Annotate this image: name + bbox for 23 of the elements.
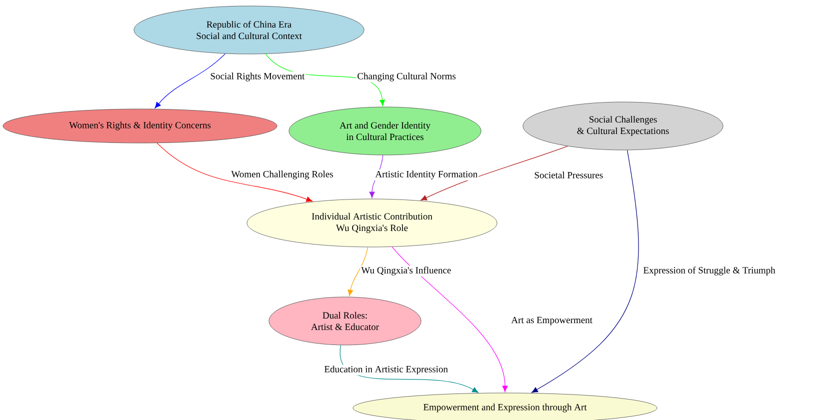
ellipse-node: Republic of China Era Social and Cultural Context — [134, 6, 364, 54]
ellipse-node: Women's Rights & Identity Concerns — [2, 108, 278, 144]
edge-label: Societal Pressures — [533, 170, 604, 180]
arrow — [154, 53, 226, 108]
arrow — [156, 142, 313, 202]
arrow — [420, 146, 568, 200]
arrow — [392, 246, 508, 392]
edge-label: Education in Artistic Expression — [323, 364, 449, 376]
arrow — [340, 344, 478, 393]
edge-label: Artistic Identity Formation — [374, 170, 479, 180]
edge-label: Wu Qingxia's Influence — [360, 266, 452, 276]
ellipse-node: Individual Artistic Contribution Wu Qingxia's Role — [246, 198, 498, 248]
edge-label: Art as Empowerment — [510, 316, 594, 326]
ellipse-node: Art and Gender Identity in Cultural Practices — [288, 106, 482, 156]
ellipse-node: Dual Roles: Artist & Educator — [268, 296, 422, 346]
arrow — [532, 150, 639, 393]
edge-label: Women Challenging Roles — [230, 170, 334, 180]
edge-label: Changing Cultural Norms — [356, 72, 457, 82]
ellipse-node: Empowerment and Expression through Art — [352, 392, 658, 420]
arrow — [348, 246, 368, 296]
edge-label: Social Rights Movement — [209, 72, 306, 82]
ellipse-node: Social Challenges & Cultural Expectations — [522, 102, 724, 150]
edge-label: Expression of Struggle & Triumph — [642, 266, 776, 276]
